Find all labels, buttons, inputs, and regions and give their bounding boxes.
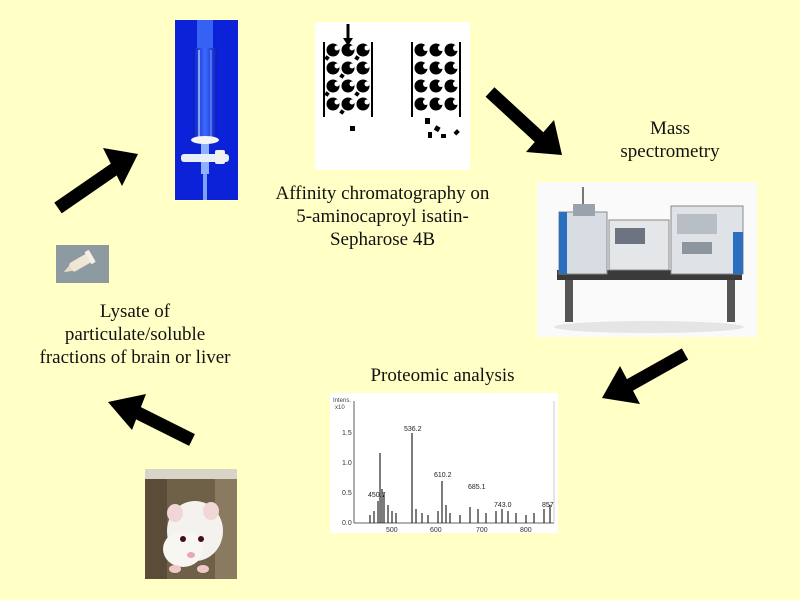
bead-binding-site (438, 81, 444, 87)
bead-binding-site (423, 45, 429, 51)
arrow-rat-to-lysate (108, 394, 195, 446)
instrument-illustration (537, 182, 757, 337)
bead-binding-site (438, 99, 444, 105)
protein-fragment (354, 55, 360, 61)
glass-column-illustration (175, 20, 238, 200)
spectrum-x-tick-500: 500 (386, 527, 398, 533)
bead-binding-site (453, 99, 459, 105)
spectrum-x-tick-700: 700 (476, 527, 488, 533)
lysate-caption-line-2: particulate/soluble (64, 324, 206, 345)
peak-label-857: 857 (542, 502, 554, 509)
spectrum-y-tick-0-5: 0.5 (342, 490, 352, 497)
lysate-caption-line-1: Lysate of (99, 301, 171, 322)
spectrum-y-tick-1-0: 1.0 (342, 460, 352, 467)
spectrum-y-tick-1-5: 1.5 (342, 430, 352, 437)
spectrum-y-axis-title: Intens. (333, 398, 351, 404)
mass-spectrum-plot: Intens. x10 1.5 1.0 0.5 0.0 500 600 700 … (333, 398, 555, 533)
mass-spectrum-panel: Intens. x10 1.5 1.0 0.5 0.0 500 600 700 … (330, 393, 558, 533)
bead-binding-site (364, 45, 370, 51)
bead-binding-site (364, 63, 370, 69)
mass-caption-line-2: spectrometry (620, 141, 720, 162)
lysate-caption: Lysate of particulate/soluble fractions … (25, 300, 245, 369)
arrow-tube-to-column (54, 148, 138, 214)
affinity-chromatography-caption: Affinity chromatography on 5-aminocaproy… (255, 182, 510, 251)
proteomic-caption-text: Proteomic analysis (370, 365, 515, 386)
mass-spectrometry-caption: Mass spectrometry (600, 117, 740, 163)
bead-binding-site (334, 63, 340, 69)
peak-label-536-2: 536.2 (404, 426, 422, 433)
mass-spectrometer-photo (537, 182, 757, 337)
sample-tube-photo (56, 245, 109, 283)
affinity-caption-line-1: Affinity chromatography on (275, 183, 490, 204)
protein-fragment (339, 109, 345, 115)
bead-binding-site (438, 63, 444, 69)
bead-binding-site (438, 45, 444, 51)
protein-fragment (324, 55, 330, 61)
spectrum-x-tick-600: 600 (430, 527, 442, 533)
protein-fragment (324, 91, 330, 97)
mass-caption-line-1: Mass (649, 118, 691, 139)
bead-binding-site (349, 45, 355, 51)
affinity-caption-line-2: 5-aminocaproyl isatin- (296, 206, 469, 227)
protein-fragment (354, 91, 360, 97)
bead-binding-site (349, 81, 355, 87)
arrow-column-to-mass-spec (485, 87, 562, 155)
peak-label-743-0: 743.0 (494, 502, 512, 509)
bead-binding-site (349, 99, 355, 105)
lysate-caption-line-3: fractions of brain or liver (39, 347, 231, 368)
peak-label-450-7: 450.7 (368, 492, 386, 499)
affinity-bead-schematic (315, 22, 470, 170)
bead-binding-site (334, 81, 340, 87)
peak-label-685-1: 685.1 (468, 484, 486, 491)
bead-binding-site (364, 99, 370, 105)
rat-photo (145, 469, 237, 579)
spectrum-y-axis-scale: x10 (335, 405, 345, 411)
chromatography-column-photo (175, 20, 238, 200)
protein-fragment (339, 73, 345, 79)
bead-binding-site (423, 99, 429, 105)
spectrum-y-tick-0-0: 0.0 (342, 520, 352, 527)
bead-binding-site (364, 81, 370, 87)
bead-binding-site (453, 81, 459, 87)
bead-binding-site (423, 81, 429, 87)
microcentrifuge-tube-illustration (56, 245, 109, 283)
affinity-caption-line-3: Sepharose 4B (329, 229, 435, 250)
white-rat-illustration (145, 469, 237, 579)
bead-binding-site (334, 45, 340, 51)
bead-binding-site (453, 45, 459, 51)
proteomic-analysis-caption: Proteomic analysis (350, 364, 535, 387)
bead-binding-site (423, 63, 429, 69)
bead-columns-illustration (323, 24, 461, 138)
peak-label-610-2: 610.2 (434, 472, 452, 479)
bead-binding-site (349, 63, 355, 69)
bead-binding-site (453, 63, 459, 69)
bead-binding-site (334, 99, 340, 105)
arrow-mass-spec-to-spectrum (602, 348, 689, 404)
spectrum-x-tick-800: 800 (520, 527, 532, 533)
